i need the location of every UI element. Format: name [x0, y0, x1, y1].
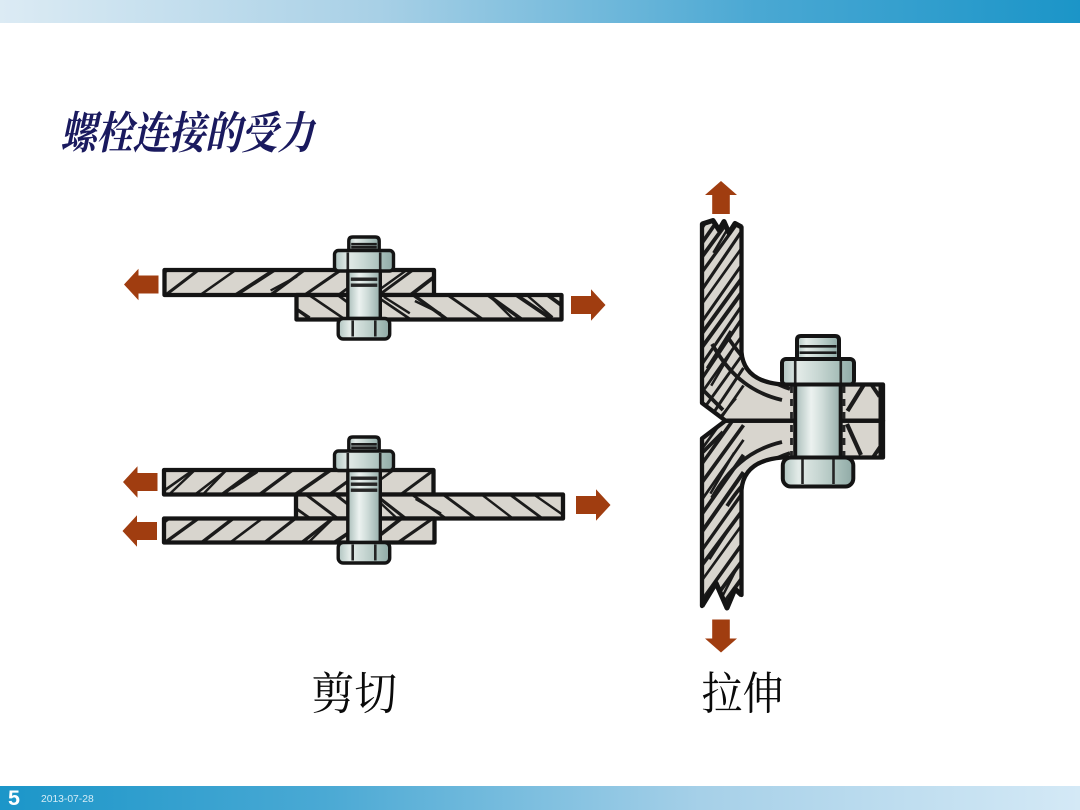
svg-text:5: 5 [8, 786, 20, 810]
svg-text:2013-07-28: 2013-07-28 [41, 794, 94, 805]
